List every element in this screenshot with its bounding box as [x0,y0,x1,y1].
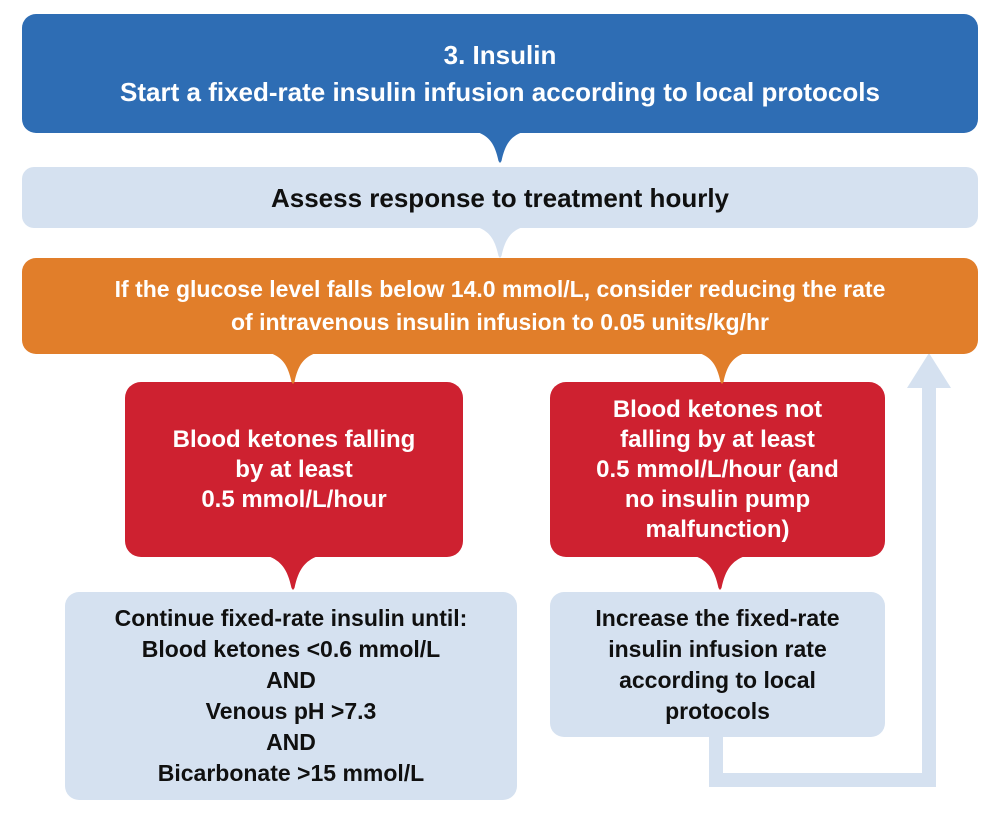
increase-rate-text: Increase the fixed-rate insulin infusion… [595,604,840,724]
ketones-falling-box: Blood ketones falling by at least 0.5 mm… [125,382,463,557]
ketones-falling-text: Blood ketones falling by at least 0.5 mm… [172,425,416,513]
ketones-falling-pointer-icon [268,556,318,590]
loop-arrowhead-up-icon [907,353,951,388]
loop-connector-up-segment [922,385,936,787]
assess-response-box: Assess response to treatment hourly [22,167,978,228]
ketones-not-falling-pointer-icon [695,556,745,590]
insulin-header-text: 3. Insulin Start a fixed-rate insulin in… [120,39,880,107]
loop-connector-right-segment [709,773,936,787]
continue-insulin-text: Continue fixed-rate insulin until: Blood… [114,605,468,786]
glucose-left-pointer-icon [270,353,316,384]
header-down-pointer-icon [477,132,523,163]
ketones-not-falling-box: Blood ketones not falling by at least 0.… [550,382,885,557]
assess-response-text: Assess response to treatment hourly [270,182,730,213]
continue-insulin-box: Continue fixed-rate insulin until: Blood… [65,592,517,800]
ketones-not-falling-text: Blood ketones not falling by at least 0.… [596,395,839,543]
glucose-right-pointer-icon [699,353,745,384]
glucose-condition-text: If the glucose level falls below 14.0 mm… [114,276,886,335]
insulin-header-box: 3. Insulin Start a fixed-rate insulin in… [22,14,978,133]
assess-down-pointer-icon [477,227,523,258]
increase-rate-box: Increase the fixed-rate insulin infusion… [550,592,885,737]
glucose-condition-box: If the glucose level falls below 14.0 mm… [22,258,978,354]
